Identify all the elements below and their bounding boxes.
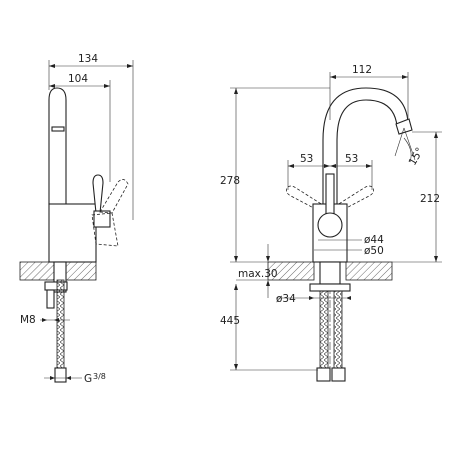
dim-front-dia-outer: ø50	[364, 245, 384, 257]
dim-front-height: 278	[220, 175, 240, 187]
side-hose-nut	[54, 367, 67, 383]
dim-front-max-thickness: max.30	[238, 268, 278, 280]
front-aerator	[395, 118, 413, 135]
side-hose	[56, 279, 65, 369]
side-lever-tilted	[91, 179, 129, 247]
dim-front-dia-inner: ø44	[364, 234, 384, 246]
front-hose-nut-left	[316, 367, 331, 382]
front-hose-nut-right	[331, 367, 346, 382]
front-countertop-left	[267, 261, 315, 281]
dim-side-thread: M8	[20, 314, 36, 326]
dim-front-lever-right: 53	[345, 153, 358, 165]
side-view: 134 104 M8 G 3/8	[19, 53, 134, 385]
dim-front-spout-height: 212	[420, 193, 440, 205]
side-countertop-left	[19, 261, 55, 281]
front-hose-left	[319, 290, 329, 370]
side-aerator	[51, 126, 65, 132]
front-view: 112 278 53 53 15° 212 ø44 ø50	[220, 64, 442, 382]
front-hose-right	[333, 290, 343, 370]
dim-side-connection-fraction: 3/8	[93, 372, 106, 381]
side-body	[48, 203, 97, 263]
front-cartridge-circle	[317, 212, 343, 238]
front-shank	[319, 261, 341, 285]
dim-front-hose-length: 445	[220, 315, 240, 327]
front-lever-upright	[325, 173, 335, 217]
side-lever-upright	[92, 174, 104, 214]
dim-front-spout-reach: 112	[352, 64, 372, 76]
dim-side-total-width: 134	[78, 53, 98, 65]
front-countertop-right	[345, 261, 393, 281]
front-gooseneck-spout	[322, 87, 409, 205]
dim-side-body-width: 104	[68, 73, 88, 85]
dim-front-angle: 15°	[407, 146, 427, 168]
side-spout-column	[48, 87, 67, 205]
dim-side-connection: G	[84, 373, 92, 385]
side-lever-block	[93, 210, 111, 228]
dim-front-lever-left: 53	[300, 153, 313, 165]
front-lever-swing	[286, 185, 374, 215]
side-countertop-right	[65, 261, 97, 281]
dim-front-hole-dia: ø34	[276, 293, 296, 305]
side-thread-stud	[46, 289, 55, 309]
